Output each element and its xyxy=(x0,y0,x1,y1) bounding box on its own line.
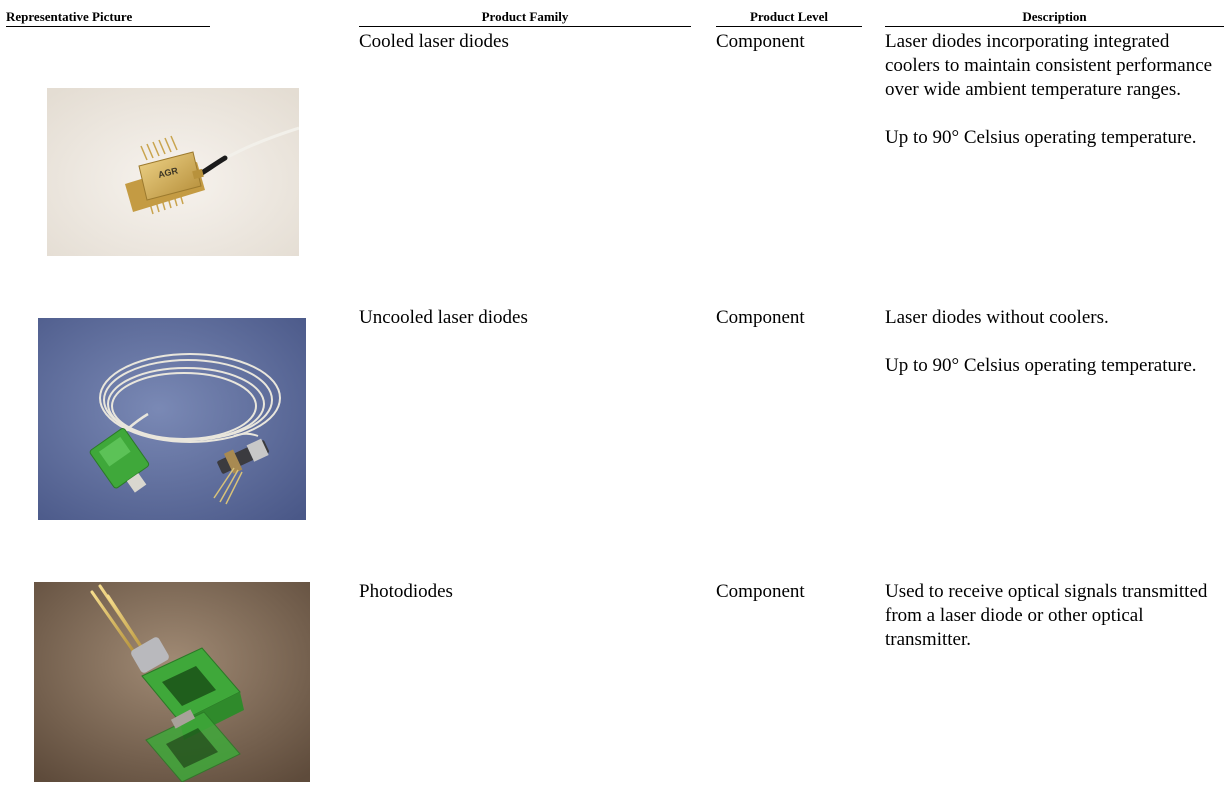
header-representative-picture: Representative Picture xyxy=(6,9,210,27)
product-family-uncooled: Uncooled laser diodes xyxy=(359,307,528,328)
description-uncooled-para-2: Up to 90° Celsius operating temperature. xyxy=(885,355,1197,376)
description-cooled: Laser diodes incorporating integrated co… xyxy=(885,30,1220,150)
product-level-cooled: Component xyxy=(716,31,805,52)
product-level-photodiodes: Component xyxy=(716,581,805,602)
description-uncooled-para-1: Laser diodes without coolers. xyxy=(885,307,1109,328)
uncooled-laser-diode-photo xyxy=(38,318,306,520)
product-level-uncooled: Component xyxy=(716,307,805,328)
product-family-cooled: Cooled laser diodes xyxy=(359,31,509,52)
header-product-family: Product Family xyxy=(359,9,691,27)
description-photodiodes: Used to receive optical signals transmit… xyxy=(885,580,1220,652)
description-uncooled: Laser diodes without coolers. Up to 90° … xyxy=(885,306,1220,378)
photodiode-photo xyxy=(34,582,310,782)
header-product-level: Product Level xyxy=(716,9,862,27)
header-description: Description xyxy=(885,9,1224,27)
description-cooled-para-1: Laser diodes incorporating integrated co… xyxy=(885,31,1213,100)
agr-logo-mark: AGR xyxy=(157,165,179,180)
description-photodiodes-para-1: Used to receive optical signals transmit… xyxy=(885,581,1208,650)
cooled-laser-diode-photo: AGR xyxy=(47,88,299,256)
description-cooled-para-2: Up to 90° Celsius operating temperature. xyxy=(885,127,1197,148)
product-family-photodiodes: Photodiodes xyxy=(359,581,453,602)
